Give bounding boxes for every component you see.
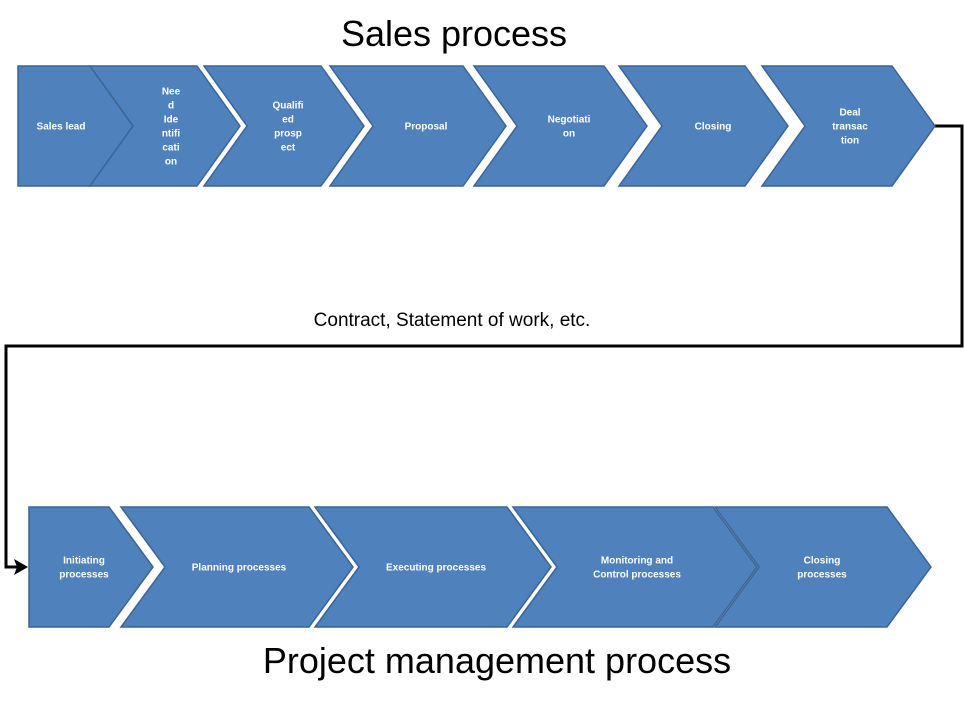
chevron-label-closing-processes: Closing bbox=[804, 556, 841, 567]
chevron-label-need-identification: cati bbox=[162, 143, 179, 154]
project-management-title: Project management process bbox=[263, 640, 731, 681]
chevron-label-qualified-prospect: prosp bbox=[274, 129, 302, 140]
chevron-label-need-identification: on bbox=[165, 157, 177, 168]
chevron-label-deal-transaction: Deal bbox=[839, 108, 860, 119]
chevron-closing bbox=[617, 65, 789, 187]
chevron-monitoring bbox=[511, 506, 758, 628]
chevron-label-need-identification: ntifi bbox=[162, 129, 181, 140]
chevron-label-closing-processes: processes bbox=[797, 570, 847, 581]
chevron-label-planning: Planning processes bbox=[192, 563, 287, 574]
connector-arrowhead-icon bbox=[14, 559, 28, 575]
chevron-label-qualified-prospect: ect bbox=[281, 143, 296, 154]
chevron-deal-transaction bbox=[760, 65, 936, 187]
chevron-qualified-prospect bbox=[202, 65, 365, 187]
chevron-label-initiating: Initiating bbox=[63, 556, 105, 567]
chevron-initiating bbox=[28, 506, 154, 628]
chevron-label-proposal: Proposal bbox=[405, 122, 448, 133]
sales-process-title: Sales process bbox=[341, 13, 567, 54]
chevron-label-deal-transaction: tion bbox=[841, 136, 859, 147]
chevron-executing bbox=[313, 506, 552, 628]
chevron-label-qualified-prospect: ed bbox=[282, 115, 294, 126]
chevron-need-identification bbox=[88, 65, 241, 187]
chevron-label-initiating: processes bbox=[59, 570, 109, 581]
chevron-label-need-identification: d bbox=[168, 101, 174, 112]
chevron-planning bbox=[119, 506, 354, 628]
project-management-chevron-row: Initiating processes Planning processes Exe… bbox=[28, 506, 932, 628]
chevron-label-sales-lead: Sales lead bbox=[37, 122, 86, 133]
chevron-label-need-identification: Nee bbox=[162, 87, 181, 98]
chevron-label-monitoring: Control processes bbox=[593, 570, 681, 581]
chevron-proposal bbox=[328, 65, 507, 187]
chevron-label-executing: Executing processes bbox=[386, 563, 486, 574]
chevron-label-monitoring: Monitoring and bbox=[601, 556, 673, 567]
chevron-label-qualified-prospect: Qualifi bbox=[272, 101, 303, 112]
chevron-label-negotiation: on bbox=[563, 129, 575, 140]
chevron-label-closing: Closing bbox=[695, 122, 732, 133]
chevron-label-need-identification: Ide bbox=[164, 115, 179, 126]
chevron-label-deal-transaction: transac bbox=[832, 122, 868, 133]
chevron-closing-processes bbox=[713, 506, 932, 628]
chevron-negotiation bbox=[472, 65, 648, 187]
chevron-label-negotiation: Negotiati bbox=[548, 115, 591, 126]
connector-label: Contract, Statement of work, etc. bbox=[314, 310, 591, 331]
contract-connector-line bbox=[4, 124, 964, 569]
